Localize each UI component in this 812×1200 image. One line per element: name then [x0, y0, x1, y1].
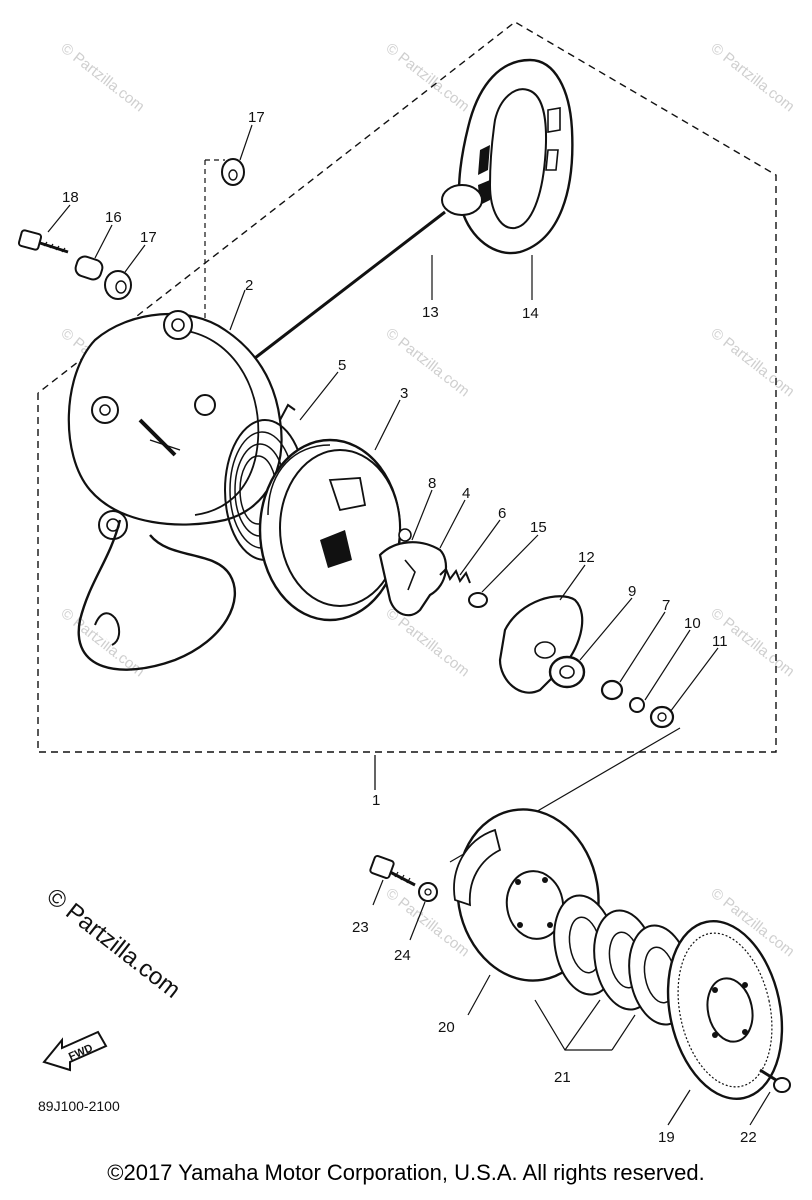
copyright-notice: ©2017 Yamaha Motor Corporation, U.S.A. A…	[107, 1160, 705, 1185]
callout-19: 19	[658, 1129, 675, 1146]
watermark: © Partzilla.com	[383, 605, 473, 681]
callout-6: 6	[498, 505, 506, 522]
watermark: © Partzilla.com	[383, 40, 473, 116]
callout-2: 2	[245, 277, 253, 294]
callout-10: 10	[684, 615, 701, 632]
callout-17-left: 17	[140, 229, 157, 246]
cap-17-top	[221, 158, 245, 186]
nut-15	[468, 592, 488, 608]
callout-16: 16	[105, 209, 122, 226]
callout-13: 13	[422, 304, 439, 321]
washer-10	[629, 697, 645, 713]
callout-23: 23	[352, 919, 369, 936]
bolt-18	[17, 229, 69, 254]
callout-11: 11	[712, 633, 728, 650]
starter-case-2	[67, 310, 283, 671]
nut-11	[649, 705, 675, 729]
callout-3: 3	[400, 385, 408, 402]
cap-17-left	[104, 270, 132, 300]
callout-21: 21	[554, 1069, 571, 1086]
pulley-3	[258, 438, 402, 622]
diagram-part-number: 89J100-2100	[38, 1098, 120, 1114]
callout-5: 5	[338, 357, 346, 374]
washer-9	[548, 655, 586, 689]
assembly-boundary	[37, 21, 777, 753]
callout-9: 9	[628, 583, 636, 600]
callout-18: 18	[62, 189, 79, 206]
starter-handle-14	[441, 58, 574, 255]
callout-12: 12	[578, 549, 595, 566]
screw-22	[759, 1068, 791, 1093]
fwd-arrow-icon: FWD	[42, 1030, 108, 1072]
callout-17-top: 17	[248, 109, 265, 126]
callout-22: 22	[740, 1129, 757, 1146]
starter-rope-13	[254, 210, 446, 360]
callout-24: 24	[394, 947, 411, 964]
collar-16	[74, 255, 104, 281]
bushing-8	[398, 528, 412, 542]
callout-8: 8	[428, 475, 436, 492]
washer-7	[600, 679, 624, 701]
callout-15: 15	[530, 519, 547, 536]
callout-20: 20	[438, 1019, 455, 1036]
pawl-4	[378, 541, 448, 617]
bolt-23	[369, 854, 416, 887]
callout-7: 7	[662, 597, 670, 614]
watermark: © Partzilla.com	[383, 325, 473, 401]
drive-plate-12	[498, 595, 584, 694]
cover-plate-19	[666, 920, 784, 1100]
watermark: © Partzilla.com	[708, 40, 798, 116]
watermark: © Partzilla.com	[708, 325, 798, 401]
leader-lines	[47, 124, 771, 1126]
callout-4: 4	[462, 485, 470, 502]
nut-24	[418, 882, 438, 902]
callout-labels: 1 2 3 4 5 6 7 8 9 10 11 12 13 14 15 16 1…	[62, 109, 757, 1146]
callout-1: 1	[372, 792, 380, 809]
watermark: © Partzilla.com	[58, 40, 148, 116]
callout-14: 14	[522, 305, 539, 322]
spring-6	[439, 567, 471, 584]
